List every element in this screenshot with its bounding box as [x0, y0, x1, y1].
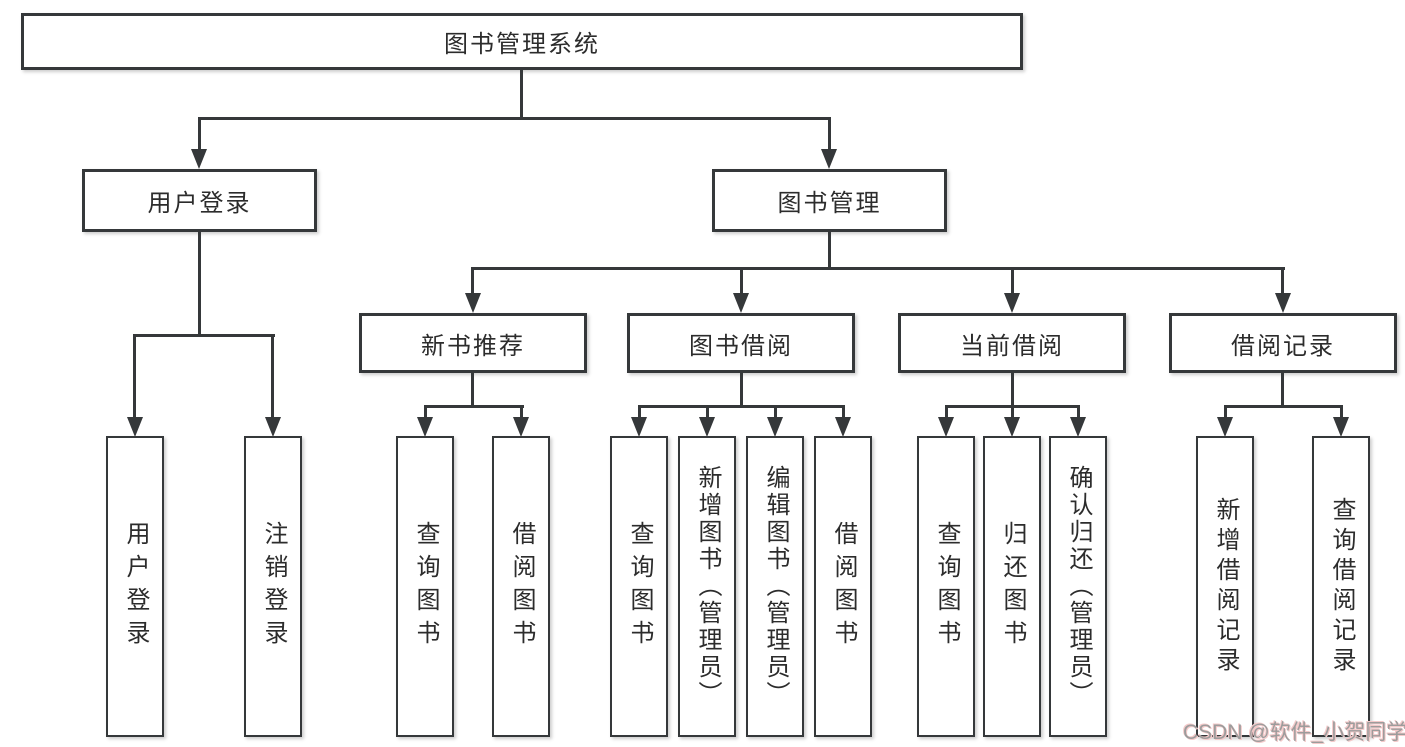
connector [198, 117, 201, 150]
leaf-bb-borrow-books: 借阅图书 [814, 436, 872, 737]
connector [774, 405, 777, 420]
node-borrowing-records: 借阅记录 [1169, 313, 1397, 373]
arrowhead-down [127, 417, 143, 437]
leaf-cb-return-books: 归还图书 [983, 436, 1041, 737]
leaf-br-query-record: 查询借阅记录 [1312, 436, 1370, 737]
arrowhead-down [835, 417, 851, 437]
leaf-bb-query-books: 查询图书 [610, 436, 668, 737]
connector [842, 405, 845, 420]
arrowhead-down [465, 293, 481, 313]
connector [133, 334, 136, 419]
leaf-user-login: 用户登录 [106, 436, 164, 737]
connector [1224, 405, 1227, 420]
connector [1011, 270, 1014, 296]
arrowhead-down [631, 417, 647, 437]
arrowhead-down [417, 417, 433, 437]
node-new-book-recommendation: 新书推荐 [359, 313, 587, 373]
connector [520, 70, 523, 117]
arrowhead-down [821, 149, 837, 169]
arrowhead-down [1004, 293, 1020, 313]
leaf-nb-borrow-books: 借阅图书 [492, 436, 550, 737]
connector [706, 405, 709, 420]
connector [520, 405, 523, 420]
watermark: CSDN @软件_小贺同学 [1183, 721, 1405, 744]
arrowhead-down [1004, 417, 1020, 437]
connector [134, 334, 275, 337]
connector [424, 405, 524, 408]
connector [1011, 373, 1014, 406]
connector [740, 270, 743, 296]
connector [198, 117, 831, 120]
node-current-borrowing: 当前借阅 [898, 313, 1126, 373]
connector [828, 117, 831, 150]
arrowhead-down [1275, 293, 1291, 313]
arrowhead-down [767, 417, 783, 437]
connector [1077, 405, 1080, 420]
connector [471, 270, 474, 296]
connector [271, 334, 274, 419]
node-book-management: 图书管理 [712, 169, 947, 232]
connector [1011, 405, 1014, 420]
leaf-bb-edit-books-admin: 编辑图书（管理员） [746, 436, 804, 737]
arrowhead-down [938, 417, 954, 437]
leaf-nb-query-books: 查询图书 [396, 436, 454, 737]
connector [1224, 405, 1343, 408]
connector [638, 405, 641, 420]
arrowhead-down [513, 417, 529, 437]
connector [198, 232, 201, 335]
arrowhead-down [265, 417, 281, 437]
connector [424, 405, 427, 420]
arrowhead-down [191, 149, 207, 169]
connector [945, 405, 948, 420]
connector [828, 232, 831, 267]
node-root: 图书管理系统 [21, 13, 1023, 70]
node-user-login: 用户登录 [82, 169, 317, 232]
leaf-logout: 注销登录 [244, 436, 302, 737]
arrowhead-down [1217, 417, 1233, 437]
arrowhead-down [1070, 417, 1086, 437]
connector [1340, 405, 1343, 420]
arrowhead-down [699, 417, 715, 437]
leaf-cb-query-books: 查询图书 [917, 436, 975, 737]
node-book-borrowing: 图书借阅 [627, 313, 855, 373]
leaf-cb-confirm-return-admin: 确认归还（管理员） [1049, 436, 1107, 737]
connector [740, 373, 743, 406]
leaf-bb-add-books-admin: 新增图书（管理员） [678, 436, 736, 737]
leaf-br-add-record: 新增借阅记录 [1196, 436, 1254, 737]
arrowhead-down [1333, 417, 1349, 437]
connector [471, 267, 1285, 270]
connector [1281, 270, 1284, 296]
connector [638, 405, 845, 408]
connector [471, 373, 474, 406]
connector [1281, 373, 1284, 406]
arrowhead-down [733, 293, 749, 313]
